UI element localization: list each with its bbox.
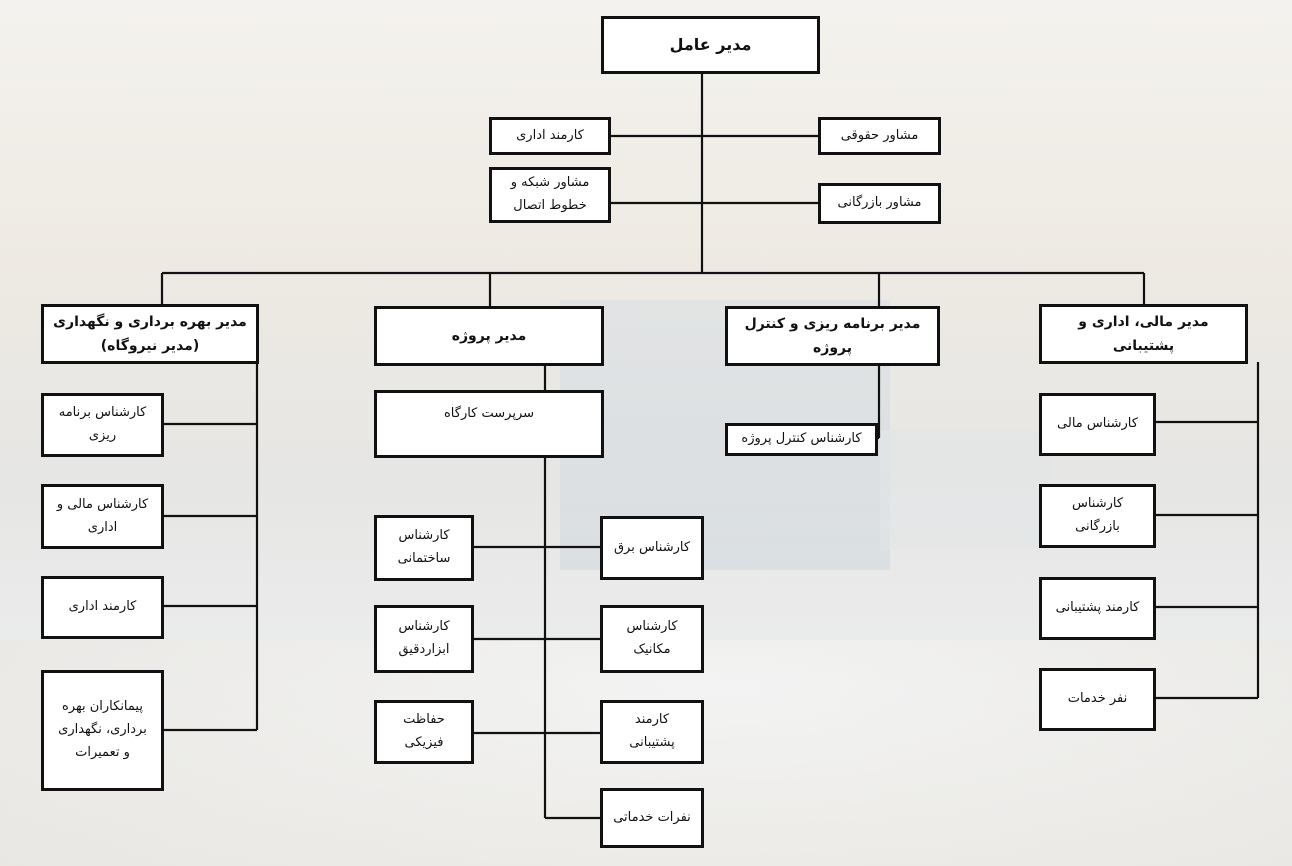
node-operations-item-1: کارشناس برنامه ریزی — [41, 393, 164, 457]
node-project-item-civil-label: کارشناس ساختمانی — [397, 528, 451, 566]
node-planning-manager-label: مدیر برنامه ریزی و کنترل پروژه — [744, 315, 921, 357]
node-network-advisor: مشاور شبکه و خطوط اتصال — [489, 167, 611, 223]
node-finance-item-3-label: کارمند پشتیبانی — [1055, 600, 1140, 616]
node-project-item-instrumentation: کارشناس ابزاردقیق — [374, 605, 474, 673]
node-project-item-security: حفاظت فیزیکی — [374, 700, 474, 764]
node-project-manager: مدیر پروژه — [374, 306, 604, 366]
node-project-item-support-label: کارمند پشتیبانی — [629, 712, 675, 750]
node-planning-item-1: کارشناس کنترل پروژه — [725, 423, 878, 456]
node-project-item-service-staff-label: نفرات خدماتی — [613, 809, 691, 825]
node-project-item-support: کارمند پشتیبانی — [600, 700, 704, 764]
node-project-item-mechanical: کارشناس مکانیک — [600, 605, 704, 673]
node-operations-manager-label: مدیر بهره برداری و نگهداری (مدیر نیروگاه… — [53, 313, 247, 355]
node-finance-item-1: کارشناس مالی — [1039, 393, 1156, 456]
node-legal-advisor: مشاور حقوقی — [818, 117, 941, 155]
node-operations-manager: مدیر بهره برداری و نگهداری (مدیر نیروگاه… — [41, 304, 259, 364]
node-project-manager-label: مدیر پروژه — [451, 327, 527, 344]
node-project-item-civil: کارشناس ساختمانی — [374, 515, 474, 581]
node-operations-item-4: پیمانکاران بهره برداری، نگهداری و تعمیرا… — [41, 670, 164, 791]
node-network-advisor-label: مشاور شبکه و خطوط اتصال — [510, 175, 590, 213]
node-operations-item-3: کارمند اداری — [41, 576, 164, 639]
background-photo-annex — [880, 430, 1050, 550]
node-project-item-electrical: کارشناس برق — [600, 516, 704, 580]
node-commercial-advisor-label: مشاور بازرگانی — [837, 195, 922, 211]
node-ceo: مدیر عامل — [601, 16, 820, 74]
node-commercial-advisor: مشاور بازرگانی — [818, 183, 941, 224]
node-project-item-mechanical-label: کارشناس مکانیک — [626, 619, 678, 657]
node-office-clerk-staff-label: کارمند اداری — [516, 127, 584, 143]
node-legal-advisor-label: مشاور حقوقی — [840, 127, 919, 143]
node-finance-item-2-label: کارشناس بازرگانی — [1071, 496, 1124, 534]
node-ceo-label: مدیر عامل — [669, 35, 752, 54]
node-finance-item-4: نفر خدمات — [1039, 668, 1156, 731]
node-finance-manager: مدیر مالی، اداری و پشتیبانی — [1039, 304, 1248, 364]
node-operations-item-2-label: کارشناس مالی و اداری — [56, 496, 149, 535]
node-operations-item-2: کارشناس مالی و اداری — [41, 484, 164, 549]
node-operations-item-4-label: پیمانکاران بهره برداری، نگهداری و تعمیرا… — [58, 699, 147, 760]
node-finance-manager-label: مدیر مالی، اداری و پشتیبانی — [1078, 313, 1209, 355]
node-finance-item-4-label: نفر خدمات — [1067, 691, 1128, 707]
node-operations-item-3-label: کارمند اداری — [68, 599, 137, 615]
node-operations-item-1-label: کارشناس برنامه ریزی — [58, 405, 147, 443]
node-planning-item-1-label: کارشناس کنترل پروژه — [741, 431, 862, 447]
node-office-clerk-staff: کارمند اداری — [489, 117, 611, 155]
node-project-item-service-staff: نفرات خدماتی — [600, 788, 704, 848]
node-planning-manager: مدیر برنامه ریزی و کنترل پروژه — [725, 306, 940, 366]
node-site-supervisor: سرپرست کارگاه — [374, 390, 604, 458]
node-finance-item-1-label: کارشناس مالی — [1057, 416, 1138, 432]
node-project-item-security-label: حفاظت فیزیکی — [403, 712, 445, 750]
node-project-item-electrical-label: کارشناس برق — [613, 539, 691, 555]
node-project-item-instrumentation-label: کارشناس ابزاردقیق — [398, 619, 450, 657]
node-finance-item-3: کارمند پشتیبانی — [1039, 577, 1156, 640]
node-finance-item-2: کارشناس بازرگانی — [1039, 484, 1156, 548]
node-site-supervisor-label: سرپرست کارگاه — [443, 406, 535, 421]
